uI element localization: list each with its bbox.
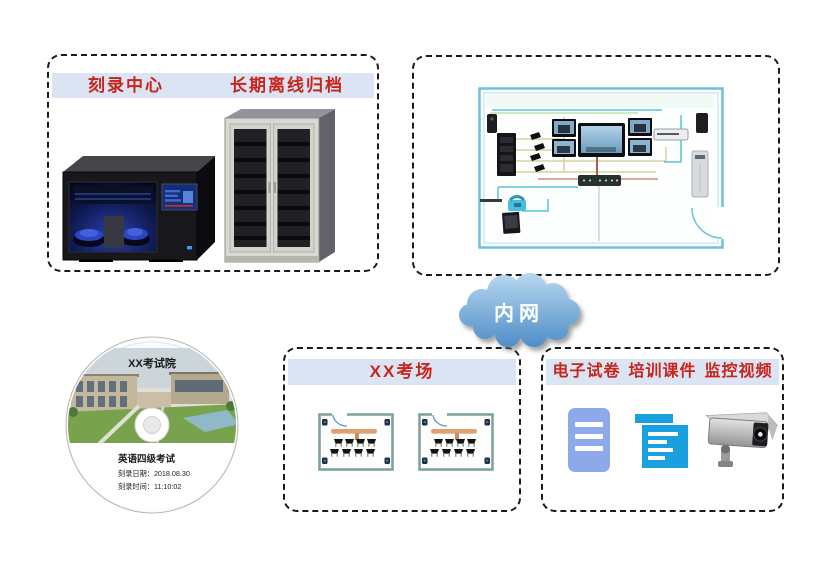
- phone-icon: [508, 195, 526, 211]
- files-panel: 电子试卷 培训课件 监控视频: [541, 347, 784, 512]
- disc-exam-title: 英语四级考试: [118, 453, 176, 465]
- offline-archive-label: 长期离线归档: [230, 76, 344, 95]
- control-room-floorplan-icon: [478, 87, 724, 249]
- courseware-label: 培训课件: [628, 363, 697, 380]
- burn-center-label: 刻录中心: [88, 76, 164, 95]
- document-icon: [568, 408, 610, 472]
- left-speaker-icon: [487, 114, 497, 133]
- intranet-cloud: 内网: [450, 266, 588, 354]
- burn-center-panel: 刻录中心 长期离线归档: [47, 54, 379, 272]
- intranet-cloud-icon: [459, 273, 580, 347]
- disc-duplicator-icon: [62, 156, 215, 262]
- exam-room-label: XX考场: [369, 362, 435, 381]
- small-monitor-icon: [502, 211, 521, 234]
- right-speaker-icon: [696, 113, 708, 133]
- classroom-plan-icon: [418, 413, 494, 471]
- intranet-label: 内网: [494, 302, 544, 325]
- monitor-wall-icon: [552, 118, 652, 157]
- files-header-band: 电子试卷 培训课件 监控视频: [546, 359, 779, 385]
- disc-burn-time: 刻录时间：11:10:02: [118, 482, 181, 491]
- exam-room-header-band: XX考场: [288, 359, 516, 385]
- cd-disc-icon: XX考试院 英语四级考试 刻录日期：2018.08.30 刻录时间：11:10:…: [65, 336, 239, 514]
- control-room-panel: [412, 55, 780, 276]
- video-label: 监控视频: [704, 363, 773, 380]
- courseware-icon: [635, 414, 688, 468]
- disc-burn-date: 刻录日期：2018.08.30: [118, 469, 190, 478]
- disc-institute-label: XX考试院: [128, 356, 176, 370]
- camera-column-icons: [530, 132, 545, 172]
- disc-player-icon: [653, 128, 689, 141]
- shelf: [480, 199, 502, 202]
- epaper-label: 电子试卷: [552, 363, 621, 380]
- burned-disc: XX考试院 英语四级考试 刻录日期：2018.08.30 刻录时间：11:10:…: [65, 336, 239, 514]
- cctv-camera-icon: [705, 412, 779, 467]
- archive-cabinet-icon: [224, 109, 335, 263]
- air-conditioner-icon: [691, 150, 709, 198]
- door-arc: [691, 207, 724, 239]
- mixer-icon: [578, 175, 621, 186]
- exam-room-panel: XX考场: [283, 347, 521, 512]
- server-rack-icon: [497, 133, 516, 176]
- classroom-plan-icon: [318, 413, 394, 471]
- burn-center-header-band: 刻录中心 长期离线归档: [52, 73, 374, 98]
